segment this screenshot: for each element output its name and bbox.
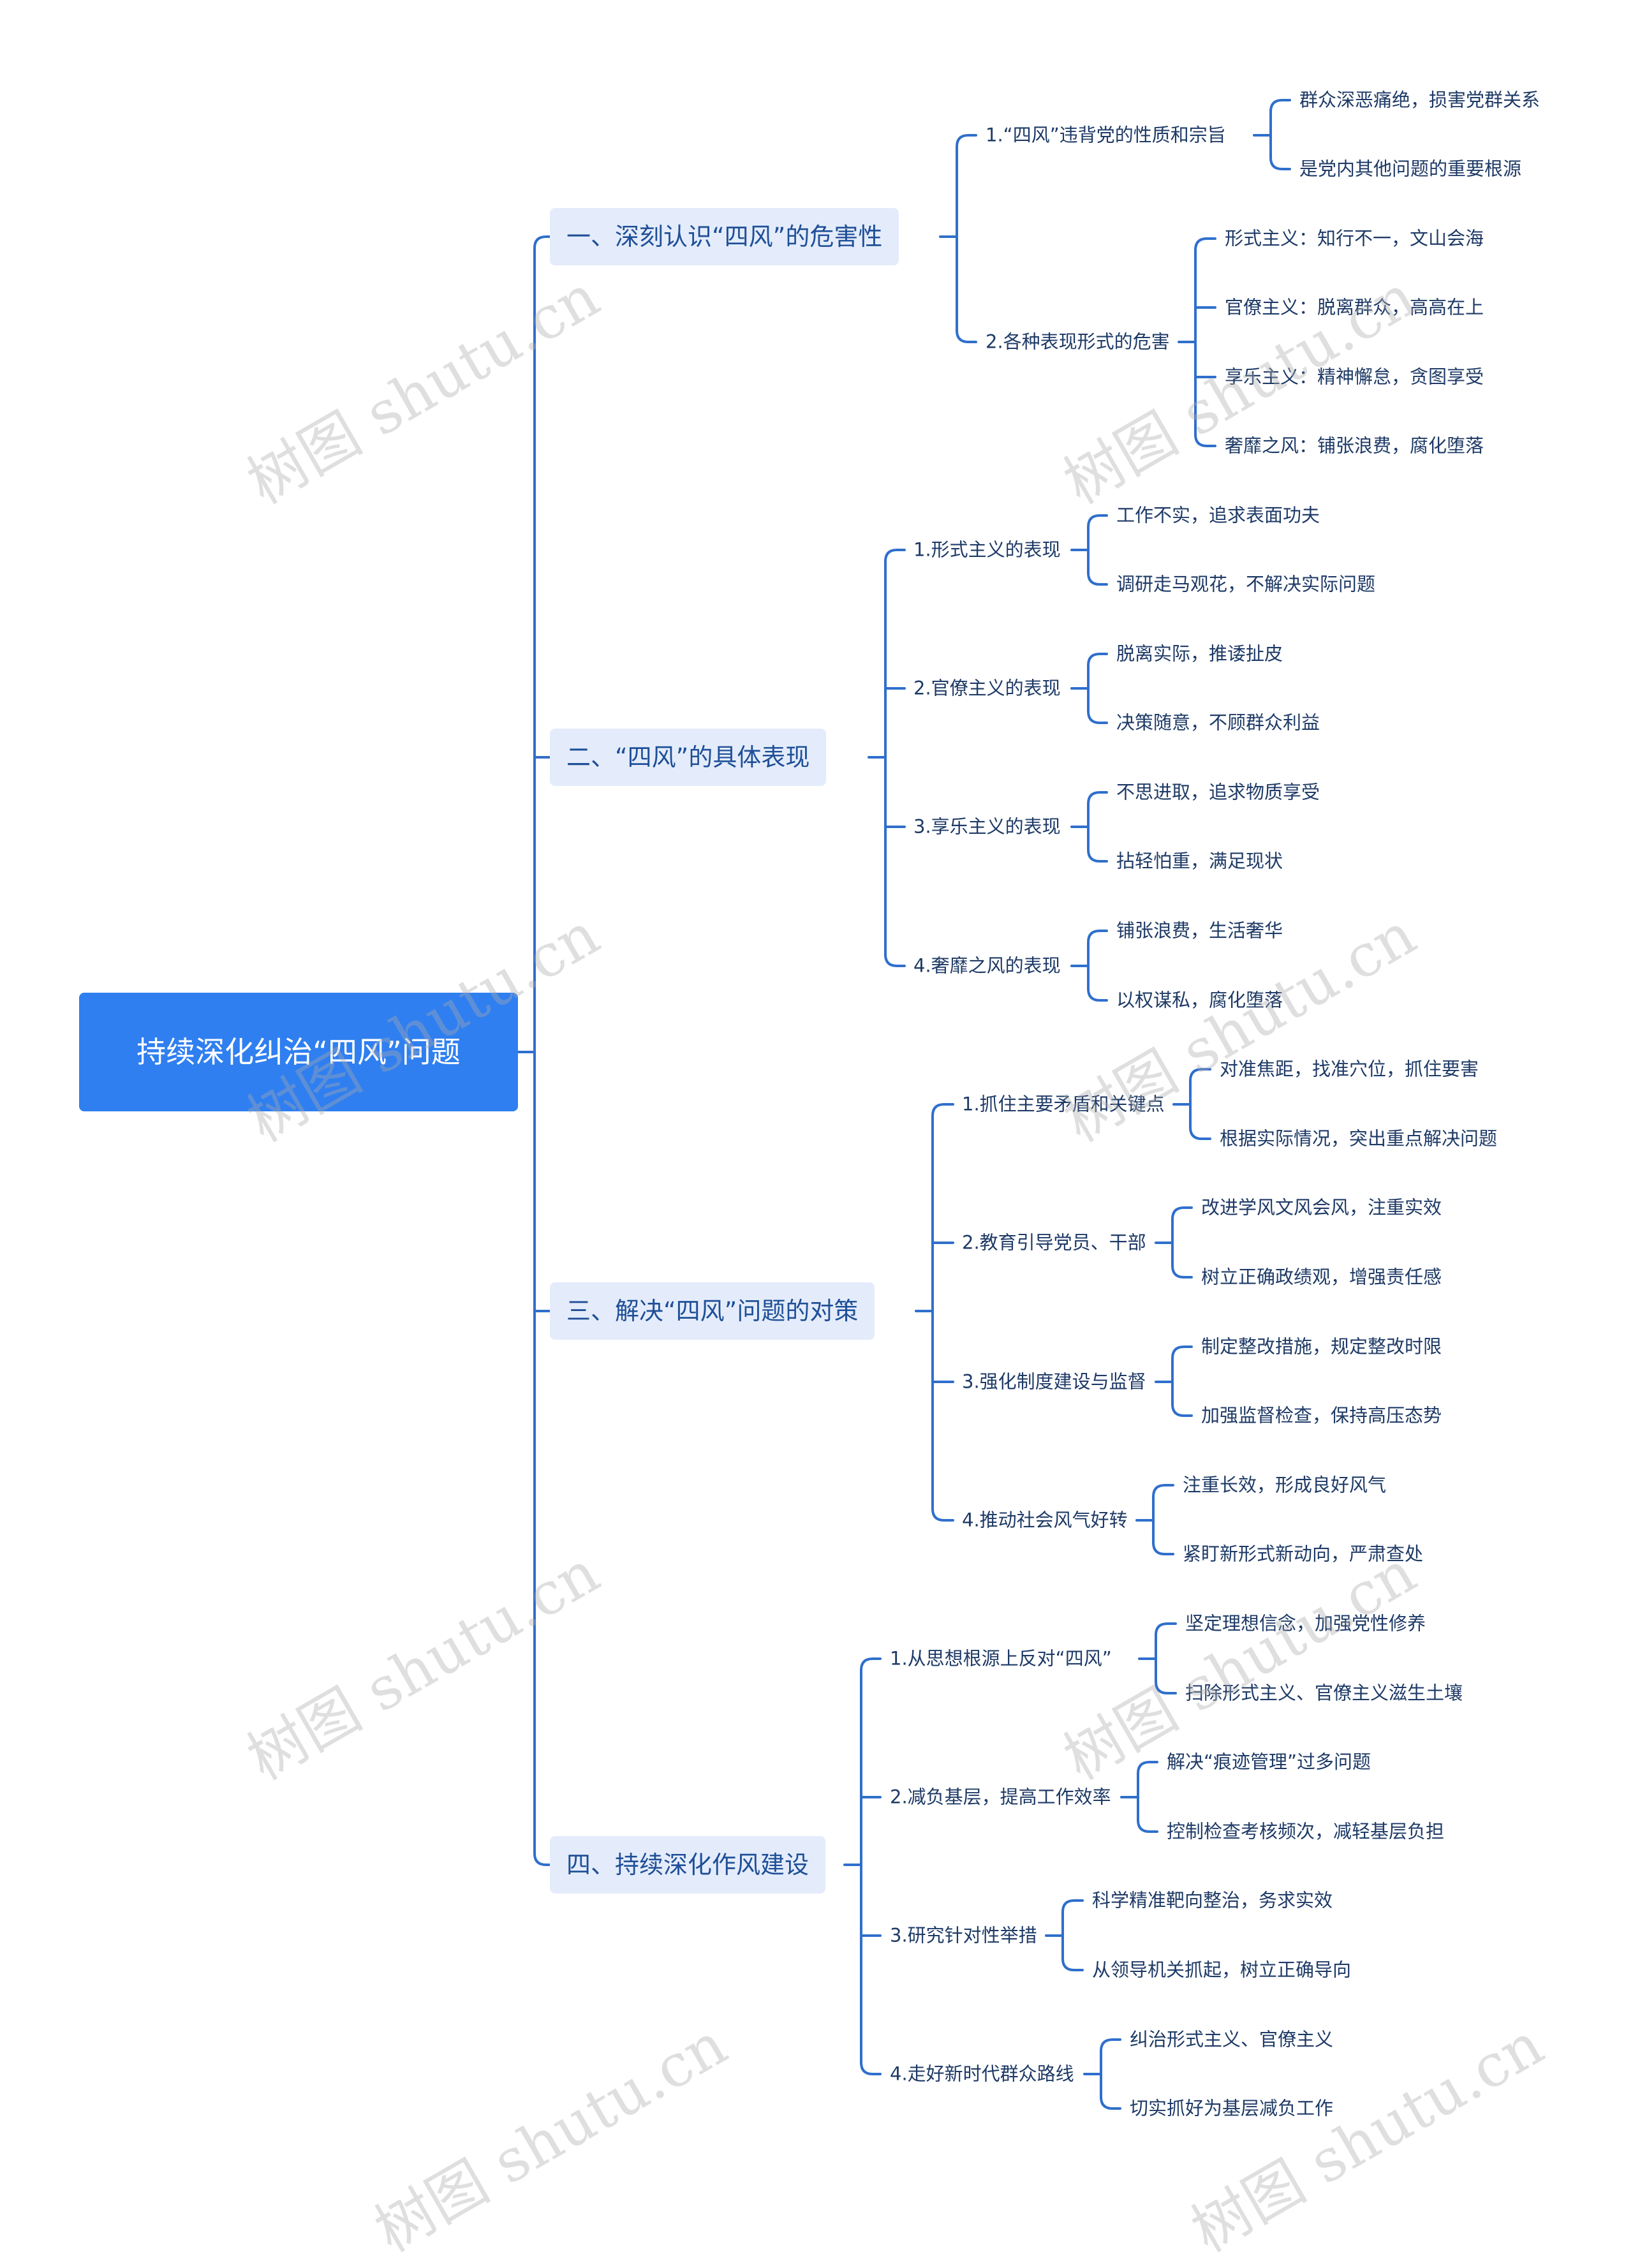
leaf-label: 享乐主义：精神懈怠，贪图享受: [1225, 366, 1484, 388]
topic-node[interactable]: 1.抓住主要矛盾和关键点: [962, 1095, 1165, 1114]
branch-label: 三、解决“四风”问题的对策: [566, 1297, 859, 1325]
leaf-node[interactable]: 决策随意，不顾群众利益: [1116, 711, 1320, 734]
topic-node[interactable]: 2.教育引导党员、干部: [962, 1231, 1146, 1254]
topic-node[interactable]: 2.各种表现形式的危害: [986, 330, 1170, 353]
leaf-label: 注重长效，形成良好风气: [1183, 1474, 1387, 1496]
topic-node[interactable]: 1.形式主义的表现: [913, 538, 1061, 561]
topic-label: 1.从思想根源上反对“四风”: [890, 1647, 1112, 1670]
leaf-label: 解决“痕迹管理”过多问题: [1167, 1751, 1371, 1773]
leaf-label: 紧盯新形式新动向，严肃查处: [1183, 1543, 1424, 1565]
leaf-node[interactable]: 对准焦距，找准穴位，抓住要害: [1220, 1060, 1479, 1079]
leaf-label: 制定整改措施，规定整改时限: [1201, 1335, 1442, 1358]
leaf-label: 形式主义：知行不一，文山会海: [1225, 227, 1484, 249]
topic-label: 2.教育引导党员、干部: [962, 1231, 1146, 1254]
leaf-label: 工作不实，追求表面功夫: [1116, 504, 1320, 526]
leaf-node[interactable]: 官僚主义：脱离群众，高高在上: [1225, 296, 1484, 318]
leaf-node[interactable]: 制定整改措施，规定整改时限: [1201, 1335, 1442, 1358]
leaf-node[interactable]: 从领导机关抓起，树立正确导向: [1092, 1959, 1352, 1981]
leaf-label: 坚定理想信念，加强党性修养: [1185, 1612, 1426, 1634]
branch-label: 四、持续深化作风建设: [566, 1851, 809, 1879]
topic-label: 1.抓住主要矛盾和关键点: [962, 1093, 1165, 1115]
leaf-label: 不思进取，追求物质享受: [1116, 781, 1320, 803]
leaf-label: 切实抓好为基层减负工作: [1130, 2097, 1334, 2119]
leaf-node[interactable]: 纠治形式主义、官僚主义: [1130, 2028, 1334, 2050]
leaf-node[interactable]: 坚定理想信念，加强党性修养: [1185, 1612, 1426, 1634]
leaf-node[interactable]: 控制检查考核频次，减轻基层负担: [1167, 1820, 1445, 1842]
leaf-node[interactable]: 奢靡之风：铺张浪费，腐化堕落: [1225, 434, 1484, 457]
topic-node[interactable]: 4.奢靡之风的表现: [913, 954, 1061, 977]
leaf-node[interactable]: 工作不实，追求表面功夫: [1116, 504, 1320, 526]
topic-label: 2.减负基层，提高工作效率: [890, 1786, 1111, 1808]
leaf-node[interactable]: 调研走马观花，不解决实际问题: [1116, 575, 1375, 594]
topic-node[interactable]: 1.从思想根源上反对“四风”: [890, 1647, 1112, 1670]
topic-label: 1.“四风”违背党的性质和宗旨: [986, 124, 1226, 146]
branch-node[interactable]: 四、持续深化作风建设: [550, 1836, 826, 1894]
leaf-node[interactable]: 根据实际情况，突出重点解决问题: [1220, 1127, 1498, 1150]
leaf-label: 树立正确政绩观，增强责任感: [1201, 1266, 1442, 1288]
leaf-node[interactable]: 铺张浪费，生活奢华: [1116, 919, 1283, 942]
branch-label: 一、深刻认识“四风”的危害性: [566, 223, 883, 251]
leaf-node[interactable]: 以权谋私，腐化堕落: [1116, 991, 1283, 1010]
leaf-label: 铺张浪费，生活奢华: [1116, 919, 1283, 942]
leaf-node[interactable]: 脱离实际，推诿扯皮: [1116, 642, 1283, 665]
topic-label: 2.官僚主义的表现: [913, 677, 1061, 699]
branch-label: 二、“四风”的具体表现: [566, 743, 810, 771]
leaf-node[interactable]: 不思进取，追求物质享受: [1116, 783, 1320, 802]
topic-node[interactable]: 4.走好新时代群众路线: [890, 2063, 1074, 2085]
leaf-label: 扫除形式主义、官僚主义滋生土壤: [1185, 1682, 1463, 1704]
topic-label: 2.各种表现形式的危害: [986, 330, 1170, 353]
topic-label: 3.研究针对性举措: [890, 1924, 1037, 1946]
leaf-node[interactable]: 解决“痕迹管理”过多问题: [1167, 1753, 1371, 1772]
leaf-node[interactable]: 注重长效，形成良好风气: [1183, 1476, 1386, 1495]
topic-node[interactable]: 3.强化制度建设与监督: [962, 1370, 1146, 1393]
leaf-label: 根据实际情况，突出重点解决问题: [1220, 1127, 1498, 1150]
leaf-label: 奢靡之风：铺张浪费，腐化堕落: [1225, 434, 1484, 457]
leaf-label: 改进学风文风会风，注重实效: [1201, 1196, 1442, 1219]
leaf-label: 纠治形式主义、官僚主义: [1130, 2028, 1334, 2050]
topic-label: 3.强化制度建设与监督: [962, 1370, 1146, 1393]
leaf-label: 控制检查考核频次，减轻基层负担: [1167, 1820, 1445, 1842]
leaf-node[interactable]: 形式主义：知行不一，文山会海: [1225, 227, 1484, 249]
leaf-label: 脱离实际，推诿扯皮: [1116, 642, 1283, 665]
leaf-label: 科学精准靶向整治，务求实效: [1092, 1889, 1333, 1911]
topic-node[interactable]: 2.减负基层，提高工作效率: [890, 1788, 1111, 1807]
leaf-node[interactable]: 加强监督检查，保持高压态势: [1201, 1404, 1442, 1427]
leaf-node[interactable]: 拈轻怕重，满足现状: [1116, 852, 1283, 871]
leaf-node[interactable]: 树立正确政绩观，增强责任感: [1201, 1268, 1442, 1287]
leaf-node[interactable]: 科学精准靶向整治，务求实效: [1092, 1889, 1333, 1911]
leaf-label: 群众深恶痛绝，损害党群关系: [1299, 89, 1541, 111]
leaf-label: 官僚主义：脱离群众，高高在上: [1225, 296, 1484, 318]
root-node[interactable]: 持续深化纠治“四风”问题: [79, 993, 518, 1111]
leaf-label: 对准焦距，找准穴位，抓住要害: [1220, 1058, 1479, 1080]
topic-node[interactable]: 3.研究针对性举措: [890, 1924, 1037, 1946]
topic-node[interactable]: 4.推动社会风气好转: [962, 1511, 1128, 1530]
topic-node[interactable]: 2.官僚主义的表现: [913, 679, 1061, 698]
leaf-node[interactable]: 享乐主义：精神懈怠，贪图享受: [1225, 366, 1484, 388]
connector-lines: [517, 99, 1291, 2110]
leaf-label: 调研走马观花，不解决实际问题: [1116, 573, 1376, 595]
leaf-node[interactable]: 群众深恶痛绝，损害党群关系: [1299, 91, 1540, 110]
topic-label: 4.走好新时代群众路线: [890, 2063, 1074, 2085]
leaf-node[interactable]: 紧盯新形式新动向，严肃查处: [1183, 1545, 1423, 1564]
leaf-label: 拈轻怕重，满足现状: [1116, 850, 1283, 872]
branch-node[interactable]: 三、解决“四风”问题的对策: [550, 1282, 875, 1340]
leaf-node[interactable]: 扫除形式主义、官僚主义滋生土壤: [1185, 1684, 1463, 1703]
leaf-label: 从领导机关抓起，树立正确导向: [1092, 1959, 1352, 1981]
topic-node[interactable]: 1.“四风”违背党的性质和宗旨: [986, 126, 1226, 145]
topic-label: 1.形式主义的表现: [913, 538, 1061, 561]
branch-node[interactable]: 二、“四风”的具体表现: [550, 729, 827, 786]
root-title: 持续深化纠治“四风”问题: [137, 1034, 461, 1069]
topic-node[interactable]: 3.享乐主义的表现: [913, 815, 1061, 838]
leaf-node[interactable]: 改进学风文风会风，注重实效: [1201, 1196, 1442, 1219]
topic-label: 3.享乐主义的表现: [913, 815, 1061, 838]
leaf-node[interactable]: 是党内其他问题的重要根源: [1299, 158, 1522, 180]
topic-label: 4.奢靡之风的表现: [913, 954, 1061, 977]
topic-label: 4.推动社会风气好转: [962, 1509, 1128, 1531]
leaf-node[interactable]: 切实抓好为基层减负工作: [1130, 2097, 1334, 2119]
leaf-label: 决策随意，不顾群众利益: [1116, 711, 1320, 734]
leaf-label: 以权谋私，腐化堕落: [1116, 989, 1283, 1011]
branch-node[interactable]: 一、深刻认识“四风”的危害性: [550, 208, 899, 265]
leaf-label: 是党内其他问题的重要根源: [1299, 158, 1522, 180]
leaf-label: 加强监督检查，保持高压态势: [1201, 1404, 1442, 1427]
